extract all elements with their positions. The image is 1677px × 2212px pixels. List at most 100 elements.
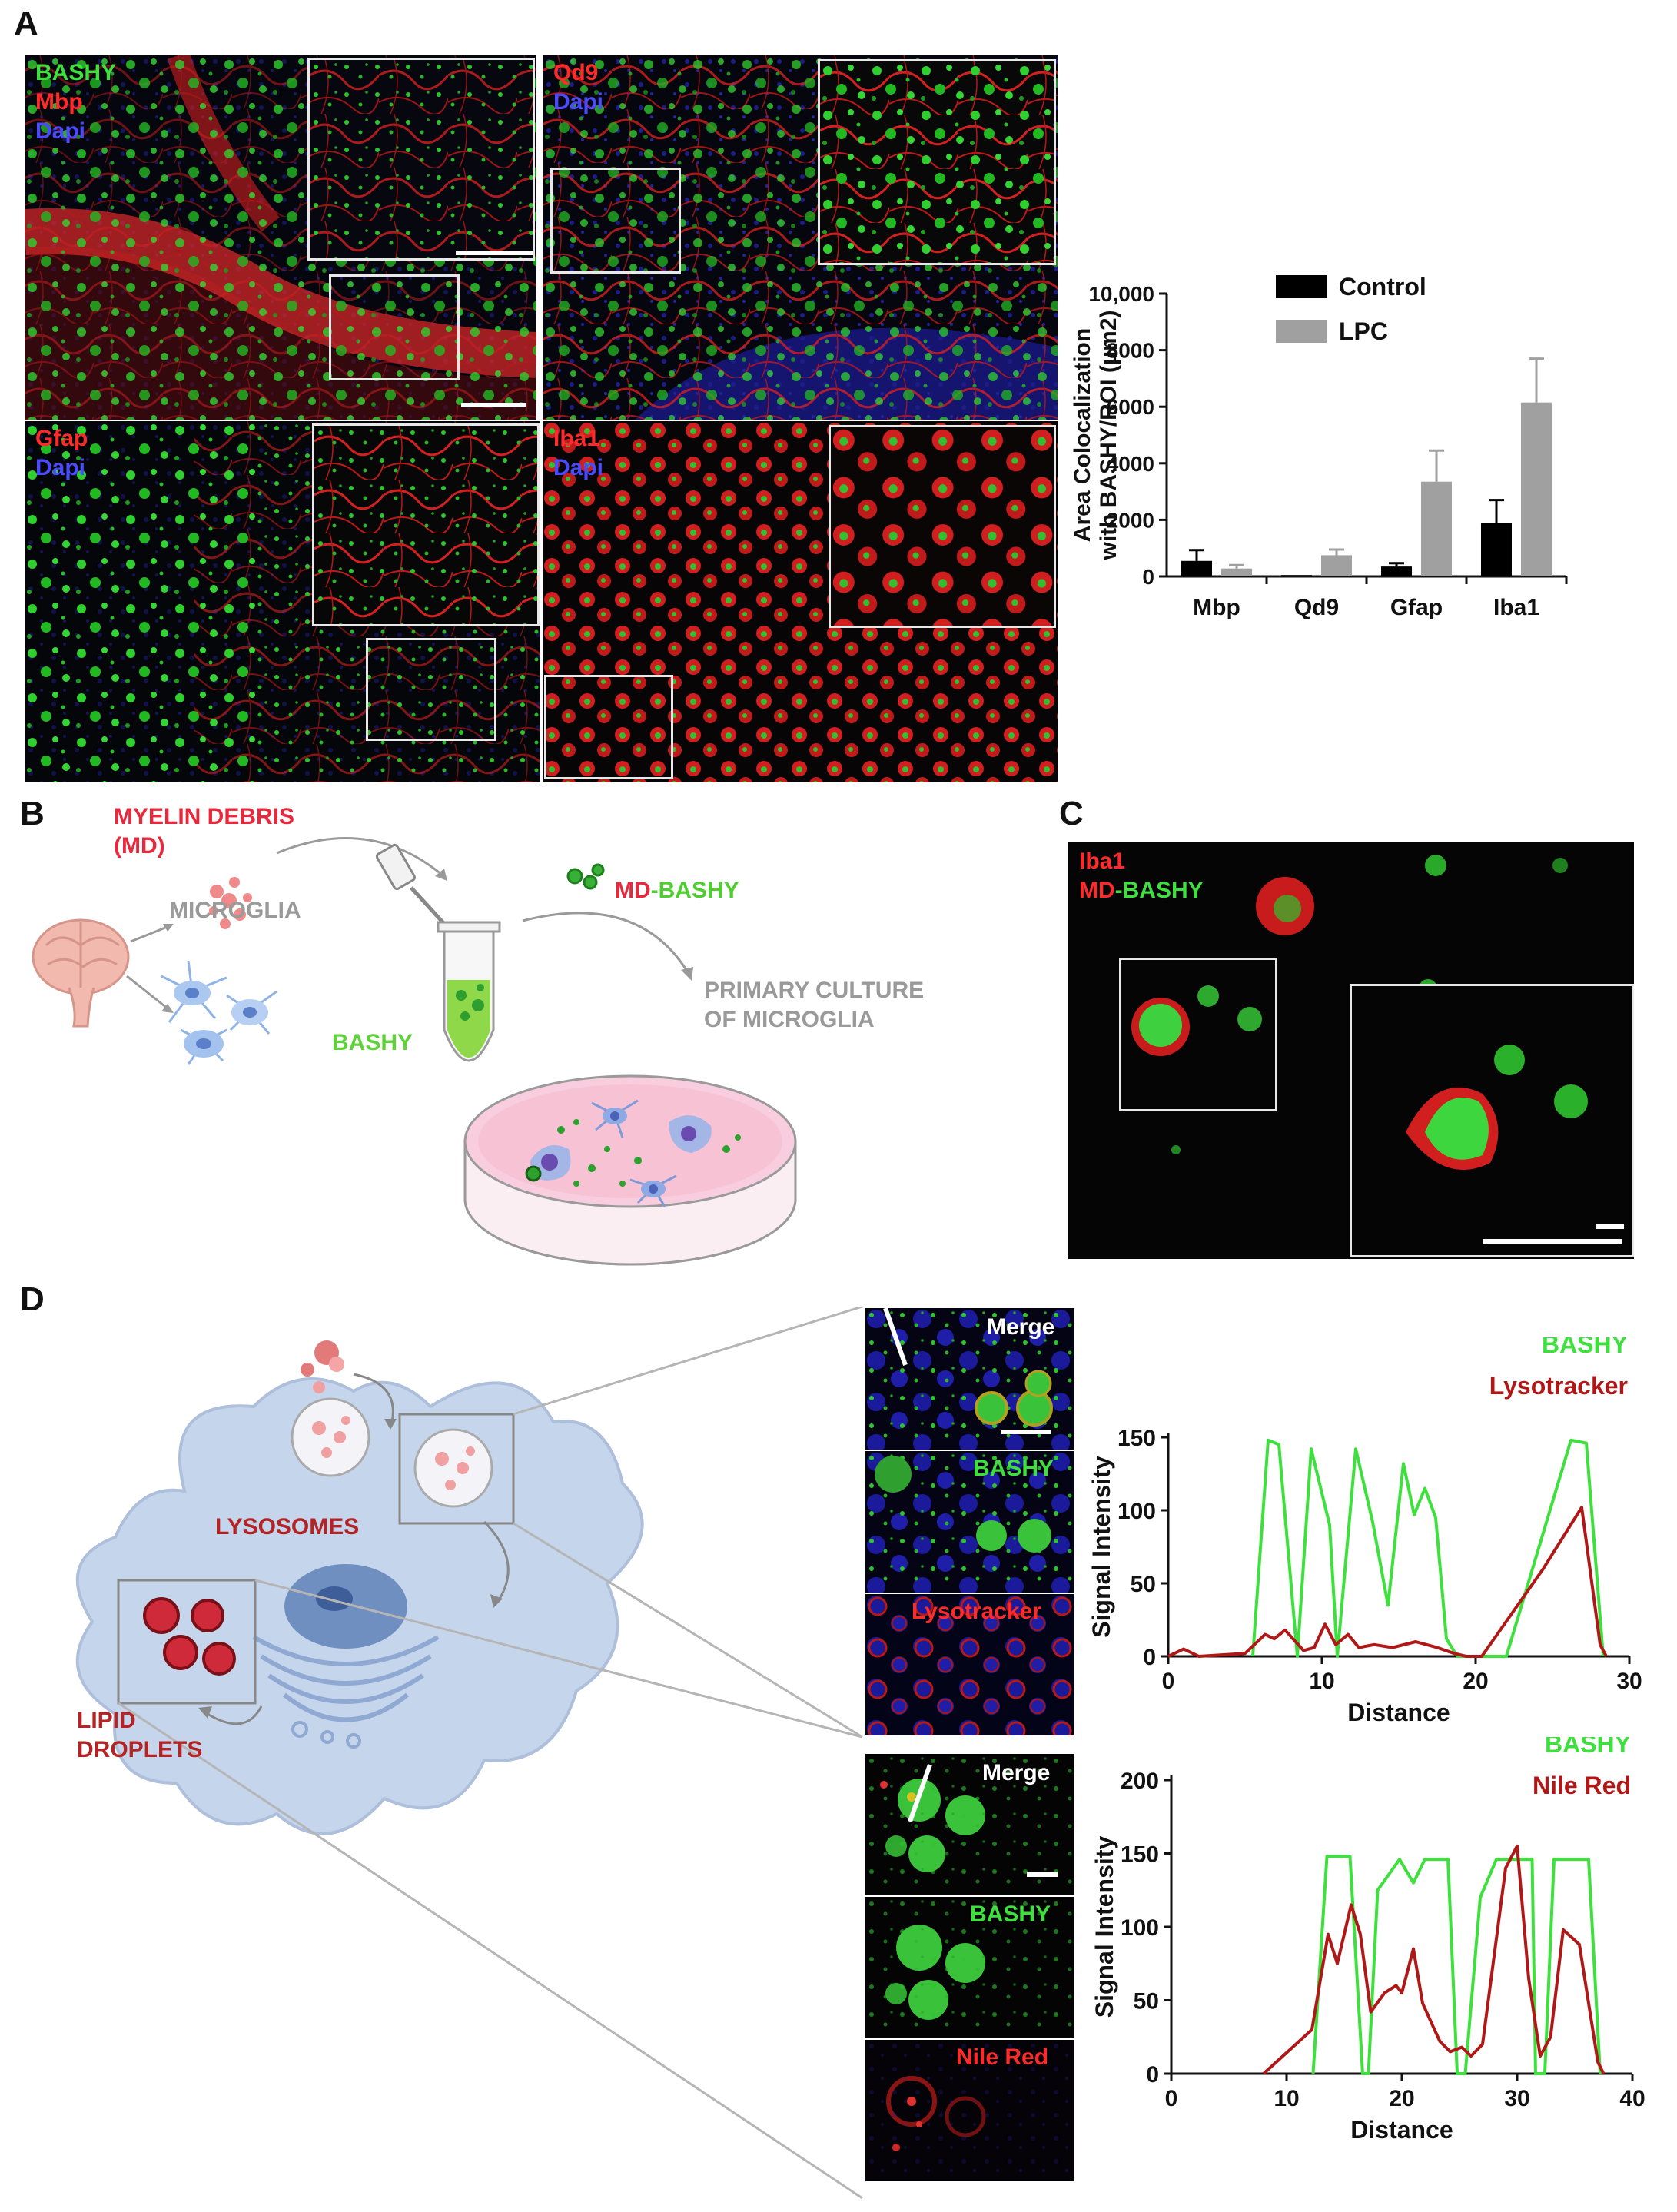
bar-y-tick-label: 6000 <box>1107 395 1154 419</box>
micrograph-qd9: Qd9 Dapi <box>543 55 1058 420</box>
scale-bar <box>1001 1430 1051 1434</box>
brain-icon <box>32 918 130 1028</box>
line-y-label: Signal Intensity <box>1088 1456 1115 1638</box>
cell-schematic: LYSOSOMES LIPID DROPLETS <box>23 1307 868 2206</box>
label-dapi: Dapi <box>553 89 604 115</box>
bar-control-qd9 <box>1281 575 1312 576</box>
label-md-prefix: MD <box>1079 878 1115 903</box>
roi-box <box>1119 958 1277 1111</box>
panel-letter-a: A <box>14 5 38 42</box>
legend-swatch-lpc <box>1276 320 1327 343</box>
label-bashy-suffix: -BASHY <box>650 878 739 903</box>
series-line-bashy <box>1251 1438 1605 1658</box>
scale-bar <box>456 251 533 255</box>
label-lysosomes: LYSOSOMES <box>215 1514 360 1539</box>
petri-dish-icon <box>463 1074 797 1266</box>
bar-control-iba1 <box>1481 523 1512 576</box>
micrograph-bashy-mbp: BASHY Mbp Dapi <box>25 55 536 420</box>
micrograph-iba1-md-bashy: Iba1 MD-BASHY <box>1068 842 1634 1259</box>
inset-zoom <box>312 423 540 626</box>
tile-merge-bottom: Merge <box>865 1754 1074 1895</box>
label-mbp: Mbp <box>35 89 83 115</box>
tile-label-merge: Merge <box>987 1314 1055 1340</box>
line-y-tick-label: 150 <box>1117 1426 1156 1451</box>
bar-lpc-iba1 <box>1521 402 1552 576</box>
legend-swatch-control <box>1276 275 1327 298</box>
line-y-tick-label: 0 <box>1143 1645 1156 1670</box>
bar-lpc-qd9 <box>1321 555 1352 576</box>
panel-letter-b: B <box>20 795 45 832</box>
test-tube-icon <box>437 921 501 1062</box>
label-primary-culture-2: OF MICROGLIA <box>704 1007 875 1032</box>
series-line-lysotracker <box>1167 1506 1608 1658</box>
inset-zoom <box>829 425 1056 628</box>
roi-box <box>329 274 460 380</box>
bar-y-tick-label: 4000 <box>1107 452 1154 476</box>
label-md-bashy: MD-BASHY <box>615 878 739 904</box>
line-y-tick-label: 200 <box>1121 1769 1159 1794</box>
line-y-tick-label: 100 <box>1117 1499 1156 1524</box>
scale-bar <box>1027 1872 1058 1877</box>
tile-merge-top: Merge <box>865 1308 1074 1450</box>
bar-y-tick-label: 8000 <box>1107 339 1154 363</box>
roi-box <box>366 638 496 741</box>
line-x-tick-label: 40 <box>1619 2086 1645 2111</box>
inset-zoom <box>307 58 535 261</box>
label-gfap: Gfap <box>35 426 88 451</box>
label-myelin-debris: MYELIN DEBRIS <box>114 804 295 829</box>
tile-nile-red: Nile Red <box>865 2040 1074 2181</box>
bar-y-tick-label: 2000 <box>1107 508 1154 532</box>
tile-label-bashy: BASHY <box>973 1456 1054 1481</box>
line-y-tick-label: 0 <box>1146 2062 1159 2087</box>
label-dapi: Dapi <box>553 455 604 480</box>
bar-category-label: Mbp <box>1193 595 1240 620</box>
scale-bar <box>1596 1224 1624 1229</box>
bar-control-mbp <box>1181 560 1212 576</box>
line-y-tick-label: 50 <box>1131 1572 1156 1597</box>
bar-category-label: Qd9 <box>1294 595 1339 620</box>
scale-bar <box>1483 1239 1622 1244</box>
label-dapi: Dapi <box>35 455 86 480</box>
legend-label-bashy: BASHY <box>1542 1337 1628 1358</box>
label-lipid: LIPID <box>77 1708 136 1733</box>
tile-label-lysotracker: Lysotracker <box>912 1599 1041 1624</box>
line-x-tick-label: 10 <box>1274 2086 1299 2111</box>
line-x-tick-label: 30 <box>1616 1669 1642 1694</box>
scale-bar <box>461 403 526 407</box>
label-md-prefix: MD <box>615 878 651 903</box>
bar-y-label-2: with BASHY/ROI (μm2) <box>1096 310 1121 560</box>
roi-box <box>550 168 681 274</box>
line-y-tick-label: 50 <box>1134 1989 1159 2014</box>
label-dapi: Dapi <box>35 118 86 144</box>
line-x-tick-label: 0 <box>1165 2086 1178 2111</box>
line-y-label: Signal Intensity <box>1091 1836 1118 2018</box>
label-bashy-suffix: -BASHY <box>1114 878 1204 903</box>
tile-bashy-bottom: BASHY <box>865 1897 1074 2038</box>
md-bashy-particles-icon <box>566 863 605 890</box>
label-iba1: Iba1 <box>1079 849 1126 874</box>
series-line-nile-red <box>1262 1844 1606 2075</box>
myelin-debris-icon <box>209 877 252 929</box>
micrograph-gfap: Gfap Dapi <box>25 421 540 782</box>
label-md-abbr: (MD) <box>114 833 165 859</box>
line-x-tick-label: 20 <box>1389 2086 1414 2111</box>
legend-label-bashy: BASHY <box>1545 1737 1631 1758</box>
micrograph-iba1: Iba1 Dapi <box>543 421 1058 782</box>
panel-letter-d: D <box>20 1280 45 1318</box>
bar-category-label: Gfap <box>1390 595 1443 620</box>
workflow-diagram: MYELIN DEBRIS (MD) MICROGLIA MD-BASHY BA… <box>23 799 1053 1276</box>
label-bashy: BASHY <box>332 1030 413 1055</box>
line-x-label: Distance <box>1347 1699 1450 1726</box>
inset-zoom <box>818 59 1056 265</box>
inset-zoom <box>1350 984 1634 1257</box>
bar-lpc-gfap <box>1421 481 1452 576</box>
roi-box <box>544 675 673 779</box>
label-microglia: MICROGLIA <box>169 898 301 923</box>
bar-lpc-mbp <box>1221 568 1252 576</box>
tile-label-merge: Merge <box>982 1760 1051 1785</box>
bar-category-label: Iba1 <box>1493 595 1539 620</box>
microglia-cells-icon <box>161 960 277 1065</box>
bar-control-gfap <box>1381 566 1412 576</box>
bar-y-tick-label: 10,000 <box>1088 282 1154 306</box>
